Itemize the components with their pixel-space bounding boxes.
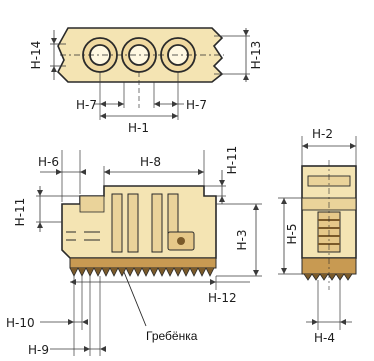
- dim-h9-label: H-9: [28, 343, 49, 356]
- comb-teeth: [69, 257, 217, 277]
- front-view: H-6 H-8 H-11 H-11 H-3 H-12: [6, 146, 262, 357]
- dim-h8-label: H-8: [140, 155, 161, 169]
- dim-h7-right-label: H-7: [186, 98, 207, 112]
- dim-h1-label: H-1: [128, 121, 149, 135]
- dim-h12-label: H-12: [208, 291, 237, 305]
- dim-h13-label: H-13: [249, 41, 263, 70]
- dim-h14-label: H-14: [29, 41, 43, 70]
- top-view: H-14 H-13 H-7 H-7 H-1: [29, 27, 263, 135]
- dim-h5-label: H-5: [285, 224, 299, 245]
- dim-h6-label: H-6: [38, 155, 59, 169]
- dim-h7-left-label: H-7: [76, 98, 97, 112]
- dim-h2-label: H-2: [312, 127, 333, 141]
- dim-h11-top-label: H-11: [225, 146, 239, 175]
- dim-h10-label: H-10: [6, 316, 35, 330]
- dim-h11-left-label: H-11: [13, 198, 27, 227]
- dim-h3-label: H-3: [235, 230, 249, 251]
- dim-h4-label: H-4: [314, 331, 335, 345]
- side-view: H-2 H-5 H-4: [278, 127, 357, 345]
- comb-callout-label: Гребёнка: [146, 329, 198, 343]
